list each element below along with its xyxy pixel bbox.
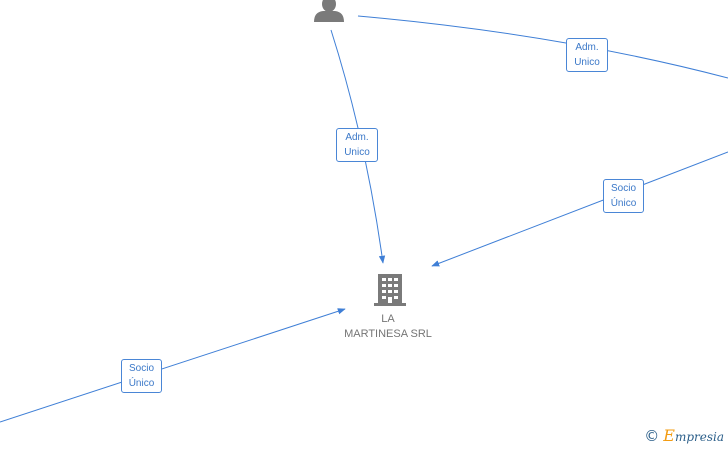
- edge-label-line2: Unico: [344, 147, 370, 158]
- company-label-line2: MARTINESA SRL: [344, 328, 432, 340]
- edge-label-person-company[interactable]: Adm. Unico: [336, 128, 378, 162]
- edge-offscreen-right-to-company[interactable]: [431, 151, 728, 267]
- edge-label-line2: Unico: [574, 57, 600, 68]
- edge-label-line1: Socio: [128, 363, 154, 374]
- edge-label-line1: Adm.: [575, 42, 599, 53]
- building-icon[interactable]: [374, 274, 406, 306]
- copyright-icon: ©: [644, 427, 660, 445]
- company-label-line1: LA: [381, 313, 395, 325]
- edge-offscreen-left-to-company[interactable]: [0, 308, 346, 423]
- person-icon[interactable]: [314, 0, 344, 22]
- brand-name: mpresia: [674, 430, 724, 444]
- brand-initial: E: [663, 426, 675, 445]
- edge-person-to-offscreen-right[interactable]: [357, 15, 728, 79]
- edge-label-line1: Socio: [610, 183, 636, 194]
- edge-label-line2: Único: [128, 378, 155, 389]
- edge-label-offscreen-left-company[interactable]: Socio Único: [121, 359, 162, 393]
- edge-label-line1: Adm.: [345, 132, 369, 143]
- edge-label-line2: Único: [610, 198, 637, 209]
- brand-logo: Empresia: [663, 426, 724, 446]
- edge-label-offscreen-right-company[interactable]: Socio Único: [603, 179, 644, 213]
- company-label[interactable]: LA MARTINESA SRL: [338, 312, 438, 342]
- empresia-watermark: © Empresia: [644, 426, 724, 446]
- edge-label-person-offscreen-right[interactable]: Adm. Unico: [566, 38, 608, 72]
